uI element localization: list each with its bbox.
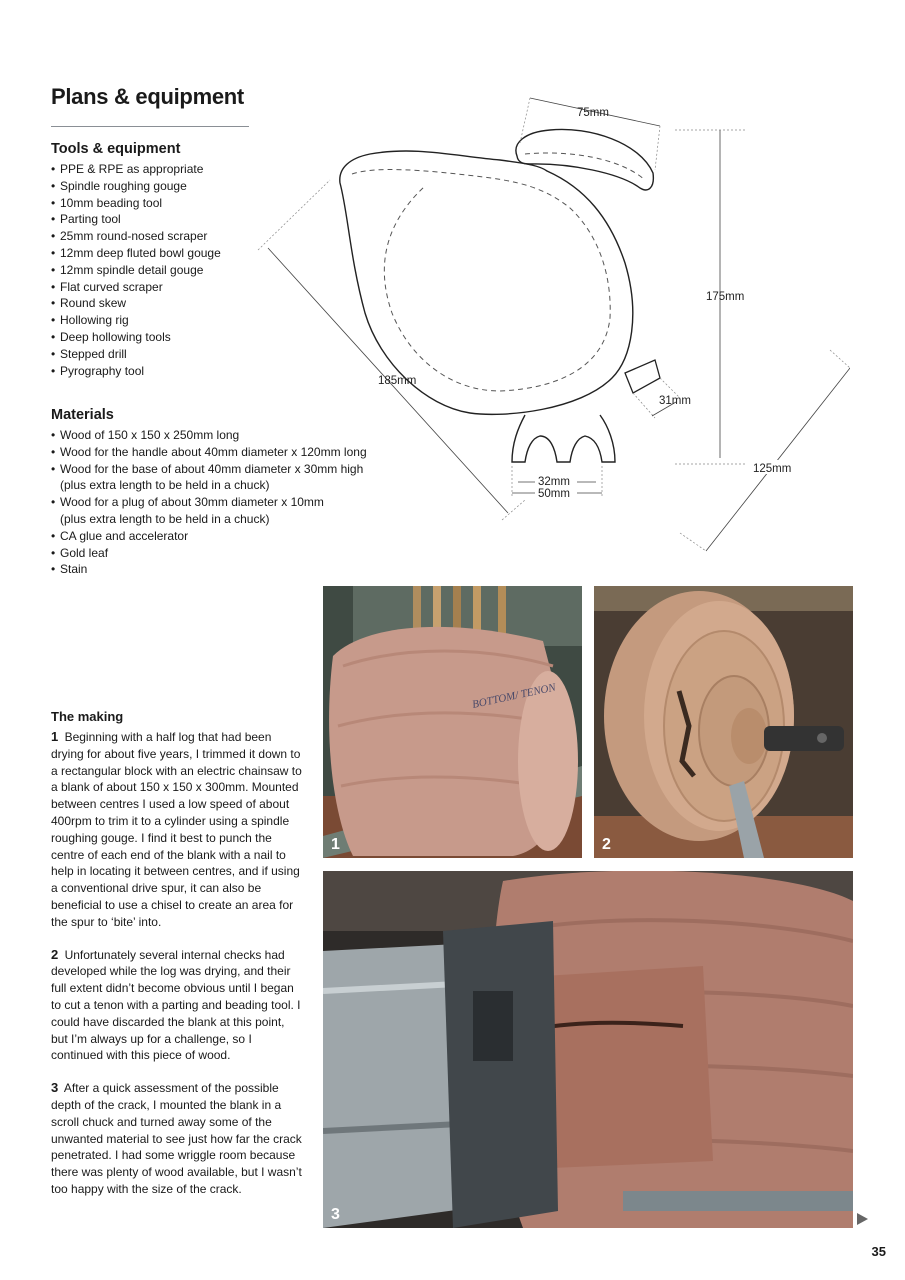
dim-base-inner-label: 32mm (538, 476, 570, 488)
photo-scroll-chuck: 3 (323, 871, 853, 1228)
plug-shape (624, 359, 661, 394)
list-item: 25mm round-nosed scraper (51, 228, 321, 245)
list-item: Stain (51, 561, 391, 578)
step-text: After a quick assessment of the possible… (51, 1081, 302, 1196)
making-heading: The making (51, 709, 124, 724)
list-item: 12mm spindle detail gouge (51, 262, 321, 279)
step-number: 2 (51, 946, 59, 962)
photo-number: 2 (602, 836, 611, 853)
materials-heading: Materials (51, 407, 114, 423)
list-item-note: (plus extra length to be held in a chuck… (60, 511, 270, 526)
page-title: Plans & equipment (51, 84, 244, 109)
list-item-text: Gold leaf (60, 545, 109, 560)
list-item: 10mm beading tool (51, 195, 321, 212)
list-item: Wood of 150 x 150 x 250mm long (51, 427, 391, 444)
list-item: Gold leaf (51, 545, 391, 562)
list-item: Deep hollowing tools (51, 329, 321, 346)
vessel-plan-diagram: 75mm 175mm 185mm 31mm 32mm 50mm 125mm (257, 97, 850, 552)
list-item: Round skew (51, 295, 321, 312)
tools-heading: Tools & equipment (51, 141, 181, 157)
list-item: Wood for the handle about 40mm diameter … (51, 444, 391, 461)
list-item: Flat curved scraper (51, 279, 321, 296)
making-section: The making 1 Beginning with a half log t… (51, 709, 303, 1214)
step-text: Unfortunately several internal checks ha… (51, 947, 301, 1063)
list-item-text: Wood for the handle about 40mm diameter … (60, 444, 367, 459)
list-item: Parting tool (51, 211, 321, 228)
step-paragraph: 2 Unfortunately several internal checks … (51, 947, 303, 1065)
page-number: 35 (871, 1244, 886, 1259)
next-page-arrow-icon (857, 1213, 868, 1225)
list-item-text: CA glue and accelerator (60, 528, 189, 543)
handle-inner-line (524, 152, 646, 181)
dim-handle-label: 75mm (577, 107, 609, 119)
vessel-inner-outline (351, 169, 611, 392)
dim-plug-label: 31mm (659, 395, 691, 407)
materials-list: Wood of 150 x 150 x 250mm long Wood for … (51, 427, 391, 578)
photo-tenon-crack: 2 (594, 586, 853, 858)
list-item: Wood for the base of about 40mm diameter… (51, 461, 391, 495)
title-divider (51, 126, 249, 127)
step-text: Beginning with a half log that had been … (51, 730, 302, 929)
photo-number: 3 (331, 1206, 340, 1223)
photo-2-illustration (594, 586, 853, 858)
dim-diagonal-label: 185mm (378, 375, 416, 387)
materials-section: Materials Wood of 150 x 150 x 250mm long… (51, 407, 391, 578)
tools-section: Tools & equipment PPE & RPE as appropria… (51, 141, 321, 379)
list-item-note: (plus extra length to be held in a chuck… (60, 478, 270, 493)
list-item: Hollowing rig (51, 312, 321, 329)
list-item: CA glue and accelerator (51, 528, 391, 545)
list-item: Pyrography tool (51, 363, 321, 380)
list-item: 12mm deep fluted bowl gouge (51, 245, 321, 262)
step-number: 1 (51, 729, 59, 744)
list-item-text: Wood of 150 x 150 x 250mm long (60, 428, 240, 442)
list-item-text: Wood for a plug of about 30mm diameter x… (60, 495, 324, 510)
list-item: Stepped drill (51, 346, 321, 363)
handle-shape (515, 128, 655, 191)
tools-list: PPE & RPE as appropriate Spindle roughin… (51, 161, 321, 379)
dim-height-label: 175mm (706, 291, 744, 303)
dim-body-label: 125mm (753, 463, 791, 475)
base-shape (511, 414, 616, 463)
list-item-text: Wood for the base of about 40mm diameter… (60, 461, 364, 476)
vessel-outline (339, 150, 634, 416)
photo-1-illustration: BOTTOM/ TENON (323, 586, 582, 858)
step-number: 3 (51, 1080, 59, 1096)
list-item: Wood for a plug of about 30mm diameter x… (51, 494, 391, 528)
step-paragraph: 3 After a quick assessment of the possib… (51, 1080, 303, 1198)
photo-number: 1 (331, 836, 340, 853)
list-item-text: Stain (60, 562, 88, 577)
list-item: PPE & RPE as appropriate (51, 161, 321, 178)
photo-3-illustration (323, 871, 853, 1228)
photo-cylinder-blank: BOTTOM/ TENON 1 (323, 586, 582, 858)
dim-base-outer-label: 50mm (538, 488, 570, 500)
list-item: Spindle roughing gouge (51, 178, 321, 195)
step-paragraph: 1 Beginning with a half log that had bee… (51, 729, 303, 931)
